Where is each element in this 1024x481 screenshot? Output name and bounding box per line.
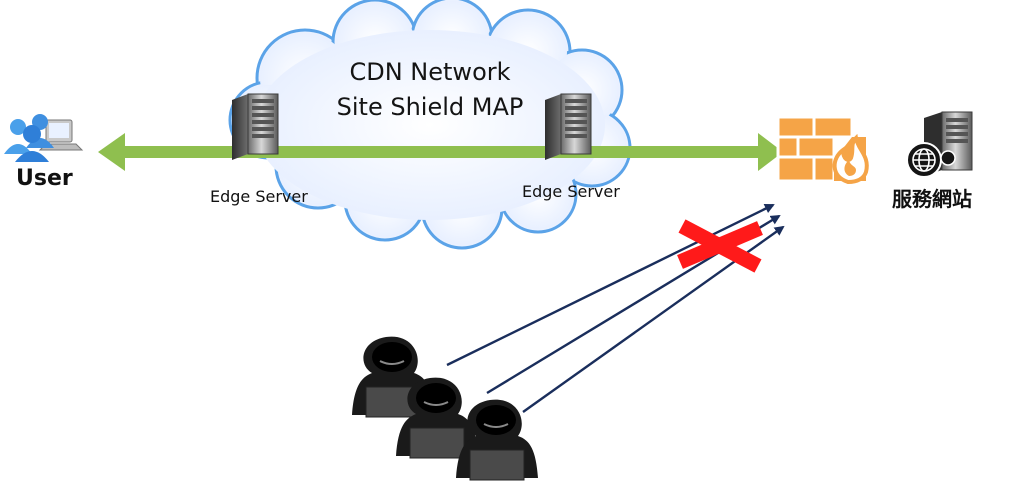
cloud-title-line1: CDN Network <box>349 58 511 86</box>
edge-server-icon <box>232 93 279 160</box>
users-computer-icon <box>4 114 84 162</box>
web-server-globe-icon <box>906 111 973 178</box>
origin-site-label: 服務網站 <box>892 187 972 211</box>
cloud-title-line2: Site Shield MAP <box>336 93 524 121</box>
edge-server-label: Edge Server <box>210 187 308 206</box>
hooded-hacker-icon <box>456 399 538 481</box>
red-x-icon <box>677 219 763 273</box>
edge-server-label: Edge Server <box>522 182 620 201</box>
firewall-fire-icon <box>776 115 869 185</box>
edge-server-icon <box>545 93 592 160</box>
hooded-hacker-icon <box>396 377 478 459</box>
user-label: User <box>16 166 73 191</box>
